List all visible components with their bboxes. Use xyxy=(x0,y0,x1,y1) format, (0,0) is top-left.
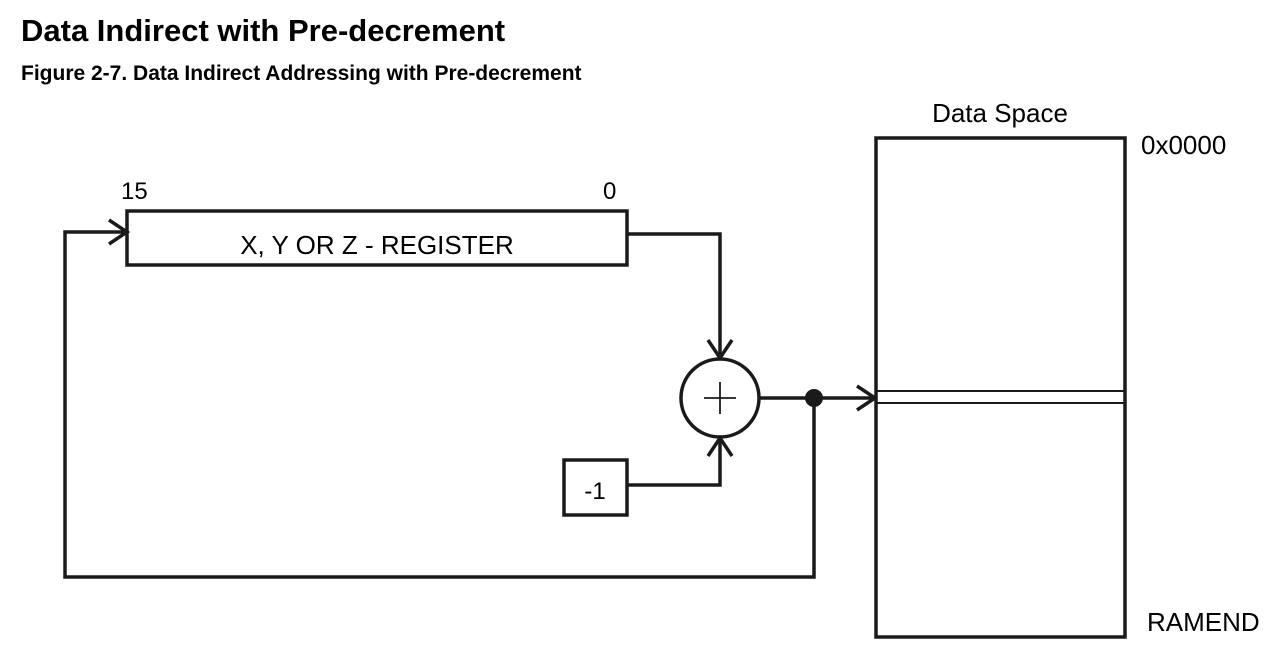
section-title: Data Indirect with Pre-decrement xyxy=(21,13,506,48)
register-msb-label: 15 xyxy=(121,178,148,205)
bottom-address-label: RAMEND xyxy=(1147,607,1260,637)
top-address-label: 0x0000 xyxy=(1141,130,1226,160)
register-to-adder-line xyxy=(627,232,722,356)
data-space-box xyxy=(874,136,1127,639)
register-lsb-label: 0 xyxy=(603,178,616,205)
register-input-arrowhead xyxy=(108,218,131,246)
adder-bottom-arrowhead xyxy=(706,434,734,457)
decrement-to-adder-line xyxy=(627,440,722,487)
register-label: X, Y OR Z - REGISTER xyxy=(240,230,514,260)
register-box xyxy=(125,209,629,267)
figure-caption: Figure 2-7. Data Indirect Addressing wit… xyxy=(21,62,582,85)
feedback-loop-line xyxy=(63,230,816,579)
decrement-box xyxy=(562,458,629,517)
data-space-title: Data Space xyxy=(932,98,1068,128)
decrement-label: -1 xyxy=(584,478,605,505)
